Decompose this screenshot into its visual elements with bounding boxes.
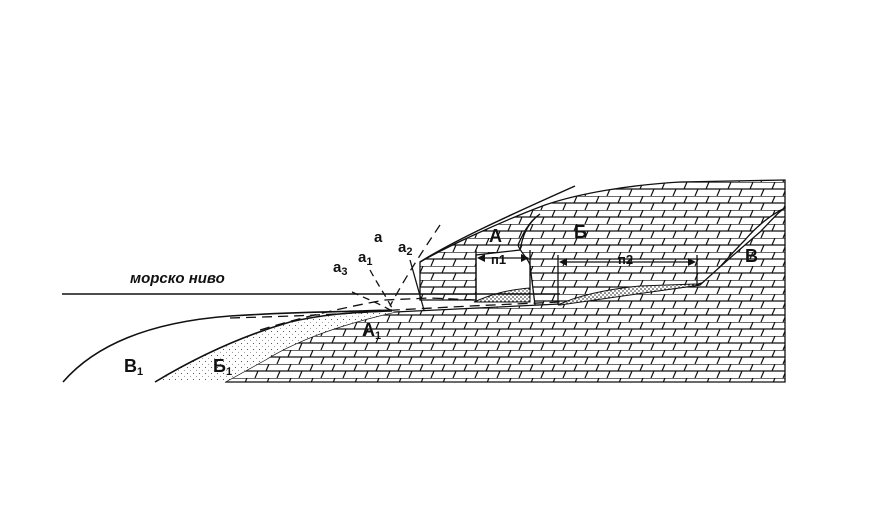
former-cliff-dashed-a [389,224,441,307]
upper-cliff-outline [419,185,576,263]
former-profile-dashed-1 [229,301,561,319]
former-cliff-dashed-a3 [351,291,393,312]
label-V: В [745,246,758,266]
dimension-n2-arrowhead-left [559,258,567,266]
label-a2: а2 [398,239,412,258]
dimension-n1-arrowhead-right [521,254,529,262]
label-B-cyr: Б [574,222,587,242]
label-a: а [374,229,383,246]
profile-curve-b1 [154,310,393,383]
dimension-n1-arrowhead-left [477,254,485,262]
sediment-wedge-b1 [155,312,395,382]
label-A1: А1 [362,320,381,342]
dimension-n2-arrowhead-right [688,258,696,266]
label-n2: п2 [618,252,633,267]
former-profile-dashed-2 [259,297,477,331]
profile-curve-v1 [62,309,393,383]
label-V1: В1 [124,356,143,378]
label-n1: п1 [491,252,506,267]
label-a3: а3 [333,259,347,278]
label-A: А [489,226,502,246]
beach-deposit-n1 [473,287,531,303]
sea-level-label: морско ниво [130,270,225,287]
label-a1: а1 [358,249,372,268]
upper-rock-block [419,179,786,306]
former-cliff-a2-line [409,259,425,311]
former-cliff-dashed-a1 [369,269,394,311]
label-B1-cyr: Б1 [213,356,232,378]
lower-rock-mass [224,206,786,383]
